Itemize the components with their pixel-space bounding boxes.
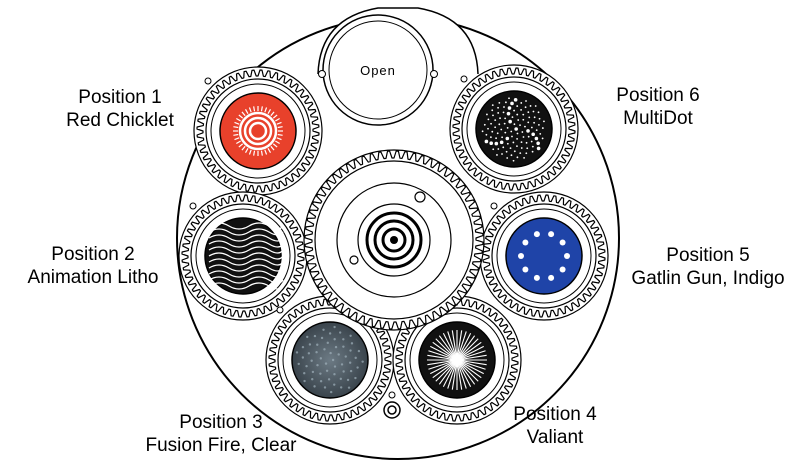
open-label: Open <box>360 63 396 78</box>
gobo-slot-6 <box>450 65 578 193</box>
gobo-slot-1 <box>194 67 322 195</box>
gobo-slot-5 <box>480 192 608 320</box>
red-chicklet-gobo <box>220 93 296 169</box>
gobo-slot-2 <box>179 192 307 320</box>
gatlin-gun-gobo <box>506 218 582 294</box>
center-hub <box>304 150 484 330</box>
